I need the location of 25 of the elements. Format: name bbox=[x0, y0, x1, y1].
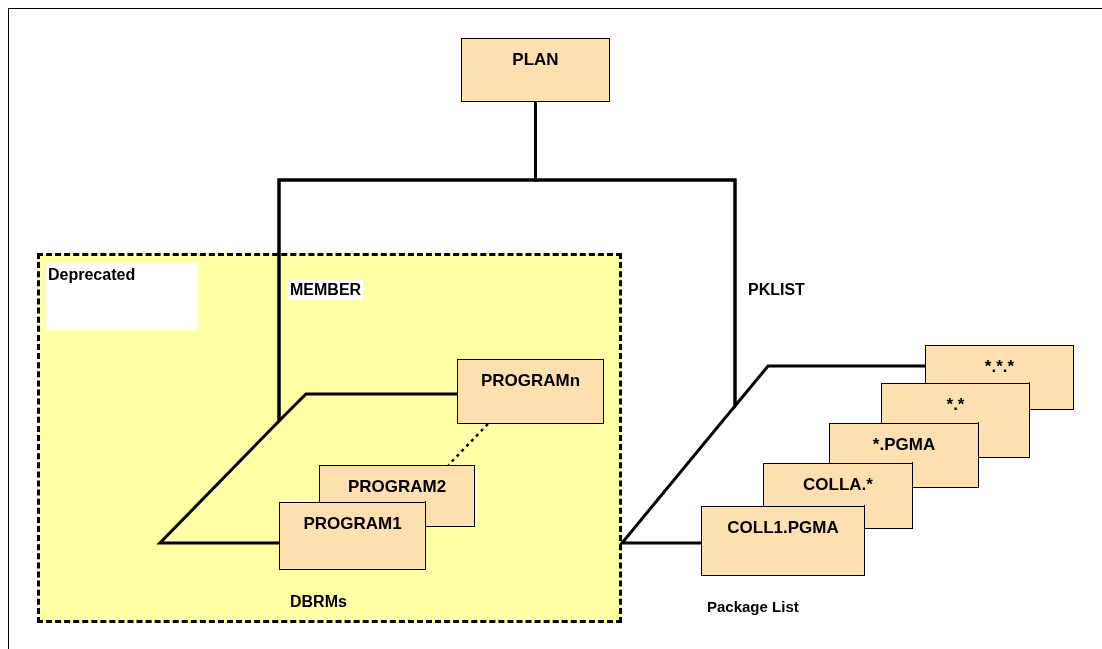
node-label: *.* bbox=[945, 394, 966, 416]
node-label: COLL1.PGMA bbox=[726, 517, 840, 539]
edge-label: MEMBER bbox=[288, 280, 364, 300]
package-box bbox=[457, 359, 604, 424]
package-box bbox=[701, 506, 865, 576]
package-box bbox=[319, 465, 475, 502]
node-label: PROGRAMn bbox=[479, 370, 582, 392]
package-box bbox=[279, 502, 426, 570]
package-box bbox=[829, 423, 979, 463]
package-box bbox=[461, 38, 610, 102]
dotted-connector bbox=[447, 423, 489, 466]
package-box bbox=[881, 383, 1030, 423]
group-heading: Deprecated bbox=[48, 266, 136, 283]
node-label: PLAN bbox=[511, 49, 560, 71]
node-label: *.PGMA bbox=[871, 434, 937, 456]
node-label: PROGRAM1 bbox=[302, 513, 403, 535]
caption-label: Package List bbox=[707, 597, 799, 617]
deprecated-region bbox=[37, 253, 622, 623]
node-label: PROGRAM2 bbox=[346, 476, 448, 498]
package-box bbox=[925, 345, 1074, 383]
node-label: *.*.* bbox=[983, 356, 1016, 378]
package-box bbox=[763, 463, 913, 506]
node-label: COLLA.* bbox=[802, 474, 874, 496]
edge-label: PKLIST bbox=[748, 280, 805, 300]
group-caption: DBRMs bbox=[290, 592, 347, 612]
